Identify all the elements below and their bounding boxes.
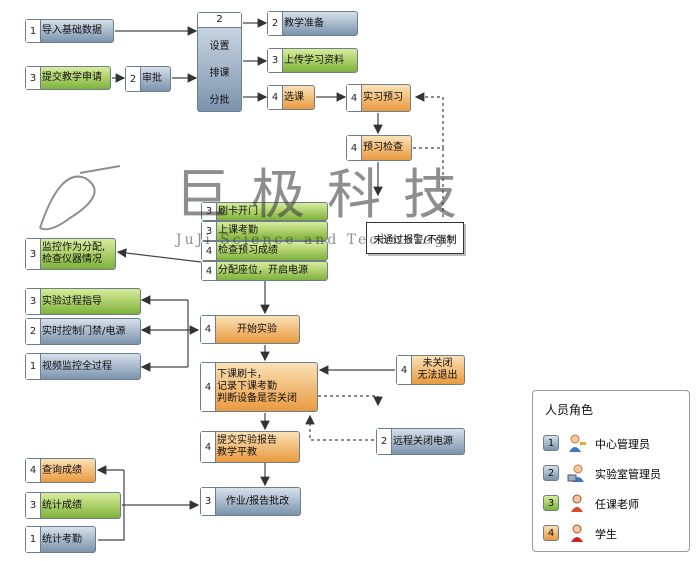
node-review: 3 作业/报告批改 <box>200 487 301 516</box>
legend-swatch-1: 1 <box>543 435 559 451</box>
node-prep: 2 教学准备 <box>267 11 358 36</box>
node-notpass-label: 未通过报警/不强制 <box>373 234 457 246</box>
student-person-icon <box>567 523 587 543</box>
node-monitor-label: 监控作为分配, 检查仪器情况 <box>42 242 106 265</box>
node-select-label: 选课 <box>284 91 304 103</box>
dashed-notpass-preview <box>413 92 444 149</box>
node-center: 2 设置 排课 分批 <box>197 12 242 112</box>
node-card-label: 刷卡开门 <box>218 205 258 217</box>
legend-swatch-3: 3 <box>543 495 559 511</box>
node-report-label: 提交实验报告 教学平教 <box>217 435 277 458</box>
node-import-label: 导入基础数据 <box>42 25 102 36</box>
node-select: 4 选课 <box>267 85 315 110</box>
legend-swatch-4: 4 <box>543 525 559 541</box>
node-remote: 2 远程关闭电源 <box>376 428 465 455</box>
admin-person-icon <box>567 433 587 453</box>
node-approve: 2 审批 <box>125 66 171 92</box>
node-stats: 3 统计成绩 <box>25 492 121 519</box>
node-approve-label: 审批 <box>142 73 162 84</box>
node-notclosed: 4 未关闭 无法退出 <box>396 355 465 385</box>
node-stats-label: 统计成绩 <box>42 499 82 511</box>
node-seat-label: 分配座位，开启电源 <box>218 265 308 276</box>
node-previewcheck: 4 预习检查 <box>346 135 412 161</box>
node-video: 1 视频监控全过程 <box>25 353 141 380</box>
node-guide: 3 实验过程指导 <box>25 288 141 315</box>
node-checkprev: 4 检查预习成绩 <box>201 241 328 261</box>
legend-label-2: 实验室管理员 <box>595 468 661 481</box>
node-attendstat-label: 统计考勤 <box>42 533 82 545</box>
legend-label-1: 中心管理员 <box>595 438 650 451</box>
legend-label-3: 任课老师 <box>595 498 639 511</box>
legend-item-1: 1 中心管理员 <box>543 433 683 453</box>
node-preview: 4 实习预习 <box>346 84 411 112</box>
node-video-label: 视频监控全过程 <box>42 360 112 372</box>
node-card: 3 刷卡开门 <box>201 202 328 221</box>
node-attend: 3 上课考勤 <box>201 221 328 241</box>
node-import: 1 导入基础数据 <box>25 19 114 43</box>
node-query-label: 查询成绩 <box>42 464 82 476</box>
node-remote-label: 远程关闭电源 <box>393 435 453 447</box>
node-seat: 4 分配座位，开启电源 <box>201 261 328 281</box>
dashed-end-remote <box>318 395 383 407</box>
node-start: 4 开始实验 <box>200 315 300 344</box>
node-prep-label: 教学准备 <box>284 17 324 29</box>
legend-item-4: 4 学生 <box>543 523 683 543</box>
node-notpass: 未通过报警/不强制 <box>366 222 464 254</box>
arrow-seat-monitor <box>116 248 202 263</box>
node-guide-label: 实验过程指导 <box>42 295 102 307</box>
node-query: 4 查询成绩 <box>25 458 96 483</box>
node-rtcontrol: 2 实时控制门禁/电源 <box>25 318 141 345</box>
node-review-label: 作业/报告批改 <box>225 495 290 507</box>
legend: 人员角色 1 中心管理员 2 实验室管理员 3 任课老师 4 <box>532 390 690 552</box>
node-monitor: 3 监控作为分配, 检查仪器情况 <box>25 238 116 270</box>
node-attendstat: 1 统计考勤 <box>25 526 96 553</box>
node-report: 4 提交实验报告 教学平教 <box>200 431 300 463</box>
node-apply: 3 提交教学申请 <box>25 66 111 90</box>
lab-admin-person-icon <box>567 463 587 483</box>
legend-title: 人员角色 <box>545 403 594 417</box>
node-notclosed-label: 未关闭 无法退出 <box>417 358 458 381</box>
node-center-line-2: 排课 <box>209 68 230 79</box>
node-center-line-3: 分批 <box>209 95 230 106</box>
node-preview-label: 实习预习 <box>363 92 403 103</box>
node-rtcontrol-label: 实时控制门禁/电源 <box>42 325 126 337</box>
node-checkprev-label: 检查预习成绩 <box>218 245 278 256</box>
legend-item-2: 2 实验室管理员 <box>543 463 683 483</box>
legend-label-4: 学生 <box>595 528 617 541</box>
node-upload-label: 上传学习资料 <box>284 54 344 66</box>
node-apply-label: 提交教学申请 <box>42 72 102 83</box>
teacher-person-icon <box>567 493 587 513</box>
legend-swatch-2: 2 <box>543 465 559 481</box>
legend-item-3: 3 任课老师 <box>543 493 683 513</box>
node-attend-label: 上课考勤 <box>218 225 258 236</box>
dashed-remote-end <box>305 414 374 441</box>
node-center-line-1: 设置 <box>209 41 230 52</box>
node-end: 4 下课刷卡， 记录下课考勤 判断设备是否关闭 <box>200 362 318 412</box>
node-previewcheck-label: 预习检查 <box>363 142 403 153</box>
node-upload: 3 上传学习资料 <box>267 48 358 73</box>
node-center-num: 2 <box>198 13 241 28</box>
node-start-label: 开始实验 <box>237 323 277 335</box>
node-end-label: 下课刷卡， 记录下课考勤 判断设备是否关闭 <box>217 369 297 404</box>
